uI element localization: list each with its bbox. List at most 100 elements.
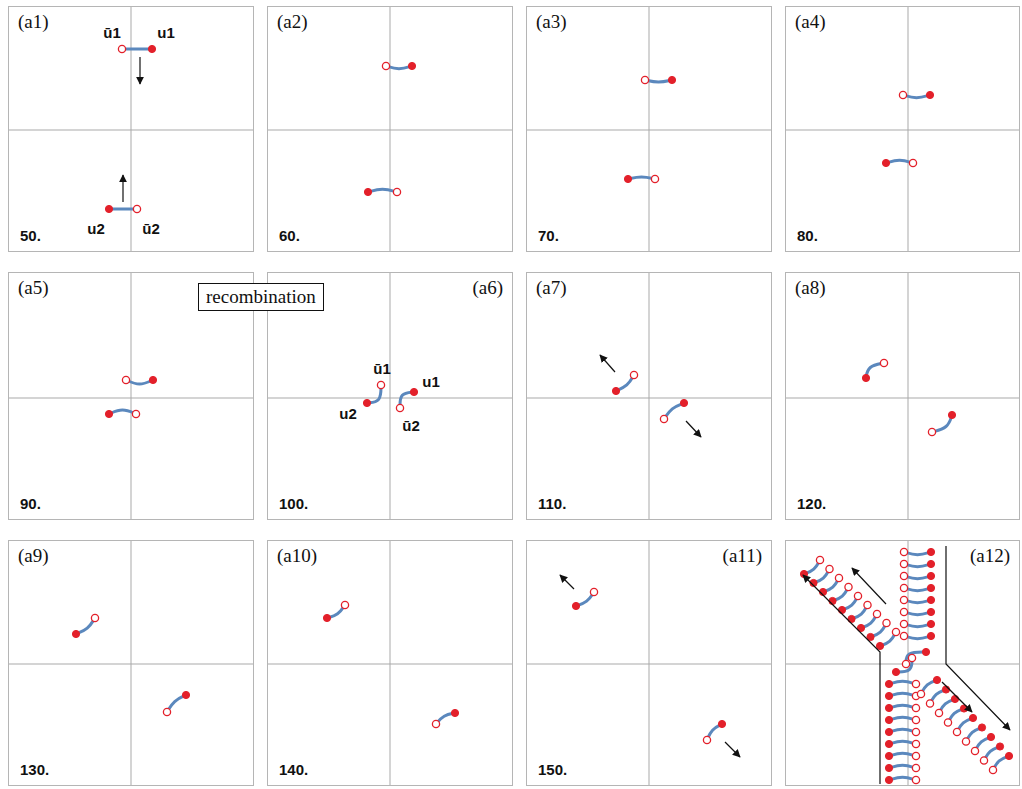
panel-label: (a6): [472, 277, 503, 299]
antiquark-end: [133, 205, 140, 212]
motion-arrow: [725, 742, 740, 757]
axis-line: [390, 272, 391, 520]
panel-label: (a4): [795, 11, 826, 33]
quark-end: [885, 764, 892, 771]
panel-label: (a3): [536, 11, 567, 33]
motion-arrow: [942, 682, 972, 712]
antiquark-end: [122, 376, 129, 383]
axis-line: [131, 272, 132, 520]
panel-label: (a10): [277, 545, 317, 567]
time-label: 90.: [20, 495, 41, 512]
axis-cross: [785, 540, 1020, 786]
endpoint-label: ū1: [103, 24, 121, 41]
quark-end: [876, 642, 883, 649]
quark-end: [978, 724, 985, 731]
event-box: recombination: [198, 283, 324, 311]
frame-panel: (a11)150.: [526, 540, 772, 786]
quark-end: [885, 776, 892, 783]
time-label: 120.: [797, 495, 826, 512]
antiquark-end: [641, 76, 648, 83]
antiquark-end: [396, 404, 403, 411]
axis-line: [131, 6, 132, 252]
quark-end: [408, 62, 415, 69]
quark-end: [105, 205, 112, 212]
time-label: 150.: [538, 761, 567, 778]
quark-end: [1005, 752, 1012, 759]
quark-end: [892, 668, 899, 675]
antiquark-end: [826, 565, 833, 572]
axis-cross: [267, 540, 513, 786]
quark-end: [572, 602, 579, 609]
antiquark-end: [912, 704, 919, 711]
quark-end: [668, 76, 675, 83]
antiquark-end: [630, 371, 637, 378]
quark-end: [862, 374, 869, 381]
motion-arrows: [123, 57, 1010, 784]
endpoint-label: u2: [87, 220, 105, 237]
endpoint-label: u1: [422, 373, 440, 390]
quark-end: [612, 387, 619, 394]
frame-panel: (a4)80.: [785, 6, 1020, 252]
time-label: 60.: [279, 227, 300, 244]
axis-line: [649, 540, 650, 786]
antiquark-end: [900, 560, 907, 567]
frame-panel: (a9)130.: [8, 540, 254, 786]
endpoint-label: ū1: [373, 360, 391, 377]
quark-end: [72, 630, 79, 637]
quark-end: [926, 91, 933, 98]
frame-panel: (a2) 60.: [267, 6, 513, 252]
antiquark-end: [816, 556, 823, 563]
quark-end: [885, 704, 892, 711]
endpoint-label: ū2: [402, 417, 420, 434]
quark-end: [105, 410, 112, 417]
antiquark-end: [892, 628, 899, 635]
axis-line: [785, 130, 1020, 131]
antiquark-end: [900, 572, 907, 579]
quark-end: [933, 676, 940, 683]
panel-label: (a7): [536, 277, 567, 299]
quark-end: [885, 728, 892, 735]
antiquark-end: [883, 619, 890, 626]
quark-end: [951, 695, 958, 702]
quark-end: [927, 560, 934, 567]
quark-end: [882, 159, 889, 166]
antiquark-end: [912, 752, 919, 759]
endpoint-label: u1: [157, 24, 175, 41]
axis-cross: [526, 6, 772, 252]
antiquark-end: [91, 614, 98, 621]
antiquark-end: [912, 716, 919, 723]
axis-line: [785, 398, 1020, 399]
quark-end: [829, 597, 836, 604]
endpoint-label: u2: [339, 405, 357, 422]
panel-label: (a2): [277, 11, 308, 33]
frame-panel: (a8) 120.: [785, 272, 1020, 520]
time-label: 50.: [20, 227, 41, 244]
quark-end: [942, 686, 949, 693]
motion-arrow: [686, 421, 701, 437]
axis-cross: [8, 540, 254, 786]
antiquark-end: [909, 159, 916, 166]
axis-line: [526, 664, 772, 665]
panel-label: (a8): [795, 277, 826, 299]
antiquark-end: [382, 62, 389, 69]
antiquark-end: [953, 728, 960, 735]
motion-arrow: [139, 57, 140, 84]
time-label: 130.: [20, 761, 49, 778]
frame-panel: (a10)140.: [267, 540, 513, 786]
string-segment: [368, 189, 397, 192]
quark-end: [885, 692, 892, 699]
antiquark-end: [590, 588, 597, 595]
axis-cross: [785, 272, 1020, 520]
string-segment: [122, 48, 152, 51]
quark-end: [149, 376, 156, 383]
axis-cross: [785, 6, 1020, 252]
event-label: recombination: [206, 286, 316, 308]
quark-end: [885, 680, 892, 687]
antiquark-end: [900, 548, 907, 555]
axis-line: [526, 130, 772, 131]
antiquark-end: [989, 766, 996, 773]
axis-line: [8, 130, 254, 131]
antiquark-end: [912, 764, 919, 771]
